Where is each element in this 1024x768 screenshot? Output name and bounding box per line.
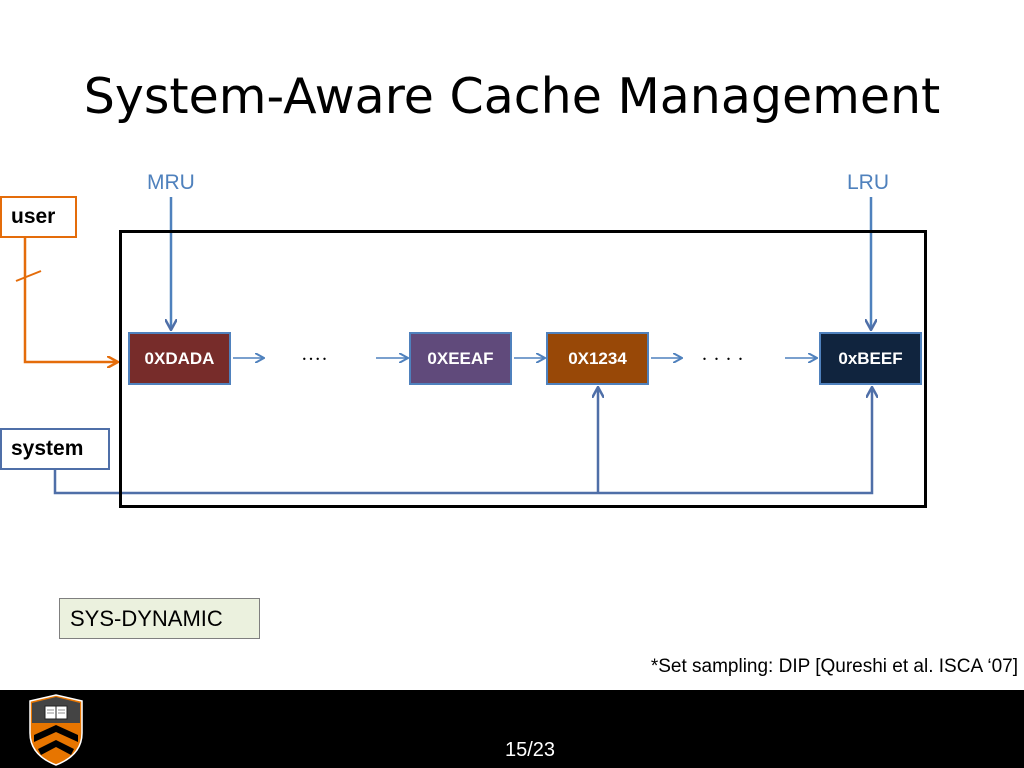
system-tag: system: [0, 428, 110, 470]
user-path-tick: [15, 270, 42, 282]
cache-set-box: [119, 230, 927, 508]
page-number: 15/23: [504, 739, 556, 761]
ellipsis-1: ….: [301, 343, 328, 365]
cache-block-eeaf: 0XEEAF: [409, 332, 512, 385]
footnote: *Set sampling: DIP [Qureshi et al. ISCA …: [650, 656, 1018, 677]
policy-label-box: SYS-DYNAMIC: [59, 598, 260, 639]
ellipsis-2: . . . .: [702, 343, 744, 365]
system-insert-path: [53, 388, 872, 495]
user-insert-path: [23, 238, 117, 362]
footer-bar: [0, 690, 1024, 768]
user-tag: user: [0, 196, 77, 238]
lru-label: LRU: [847, 171, 890, 194]
mru-label: MRU: [147, 171, 195, 194]
slide-title: System-Aware Cache Management: [83, 68, 941, 125]
princeton-shield-icon: [29, 694, 83, 766]
cache-block-dada: 0XDADA: [128, 332, 231, 385]
cache-block-1234: 0X1234: [546, 332, 649, 385]
cache-block-beef: 0xBEEF: [819, 332, 922, 385]
